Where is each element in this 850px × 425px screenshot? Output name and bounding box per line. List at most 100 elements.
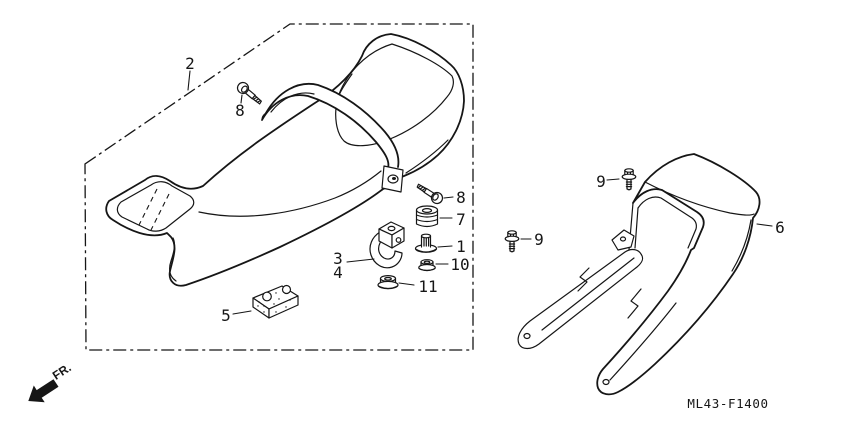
collar-stem-sides [420,235,432,248]
callout-hook-b: 4 [333,263,343,282]
grommet-top [415,205,439,215]
bolt-hex-facets [507,231,517,239]
cowl-left-rail-inner-line [541,257,635,331]
cowl-rail-bracket-hole [619,236,627,242]
seat-nose-band-inner [169,237,177,282]
cowl-right-rail-inner-line [609,302,677,381]
cowl-right-rail-hole [602,378,610,386]
rubber-grommet [415,205,439,228]
cowl-right-rail-notch [627,288,642,319]
grommet-groove-2 [415,218,439,223]
grommet-body [415,209,439,228]
leader-11 [398,282,415,286]
pan-screw-side [416,183,444,205]
seat-tail-contour [335,43,454,147]
nut-sides [379,277,397,287]
bolt-threads [625,179,633,191]
cowl-opening-rim-inner [637,196,697,249]
cowl-opening-left-leg-inner [634,207,639,249]
seat-strap-plate-hole [387,174,399,184]
bolt-flange [621,173,637,180]
seat-nose-loop-inner [116,181,195,232]
seat-strap-cap [261,112,267,121]
callout-rubber: 5 [221,306,231,325]
callout-labels: 2 8 8 7 1 10 11 3 4 5 9 9 6 [185,54,785,325]
seat-hidden-edge-2 [150,193,170,231]
seat-strap-fill [262,83,399,168]
seat-strap-thickness-line [270,92,315,113]
collar-top [420,233,432,239]
seat-hidden-edge-1 [138,188,158,226]
cowl-right-wall-line [731,219,752,272]
bolt-threads [508,241,516,253]
callout-seat: 2 [185,54,195,73]
nut-flange-thickness [377,285,399,290]
rubber-stipple [257,292,291,313]
seat-hook-bracket [369,221,405,269]
grommet-hole [421,208,433,214]
nut-top [379,275,397,283]
seat-strap-upper-edge [265,83,400,168]
leader-6 [756,223,773,227]
callout-screw-upper: 8 [235,101,245,120]
callout-hook: 3 [333,249,343,268]
cowl-opening-rim-outer [632,188,705,249]
callout-nut-upper: 10 [450,255,469,274]
leader-8-upper [240,94,243,104]
front-direction: FR. [28,361,74,403]
flange-nut-upper [418,259,436,272]
bolt-flange [504,235,520,242]
bolt-hex-top [624,168,634,173]
cowl-left-rail [517,248,644,350]
seat-outline [105,33,465,287]
flange-nut-lower [377,275,399,290]
callout-collar: 1 [456,237,466,256]
callout-grommet: 7 [456,210,466,229]
bracket-side-hole [395,237,402,243]
pan-screw-upper [236,81,262,105]
phantom-border [84,23,474,351]
cowl-left-rail-hole [523,332,531,340]
callout-bolt-upper: 9 [596,172,606,191]
nut-sides [420,261,434,269]
nut-flange-thickness [418,267,436,272]
collar-stem-shading [423,237,430,247]
rear-cowl [517,153,761,396]
screw-threads [417,184,426,192]
collar-flange-thickness [414,248,438,253]
front-direction-arrow-icon [28,379,59,403]
bracket-top-hole [387,225,396,232]
rubber-bump-left [262,291,272,302]
seat-strap-lower-edge [261,94,390,169]
leader-lines [187,70,773,315]
bolt-hex-facets [624,169,634,177]
callout-bolt-lower: 9 [534,230,544,249]
nut-hole [423,260,431,264]
leader-8-side [443,196,454,199]
callout-rear-cowl: 6 [775,218,785,237]
seat-cushion-rubber [252,284,299,319]
callout-nut-lower: 11 [418,277,437,296]
leader-1 [437,245,453,248]
cowl-bolt-upper [621,168,637,191]
seat-strap-plate-hole-center [392,177,396,180]
screw-threads [252,96,262,103]
cowl-top-crease [644,181,755,216]
leader-3-4 [346,258,375,263]
leader-9-upper [606,178,620,181]
seat-edge-right-of-strap [405,139,449,174]
seat-assembly [105,33,465,287]
bracket-hook [369,231,403,269]
nut-hole [384,276,392,281]
bolt-hex-top [507,230,517,235]
cowl-left-rail-notch [577,267,590,292]
grommet-groove-1 [415,214,439,218]
leader-5 [232,310,252,315]
screw-head-face [240,85,248,93]
seat-collar [414,233,438,253]
diagram-code: ML43-F1400 [687,396,768,411]
leader-2 [187,70,191,91]
cowl-bolt-lower [504,230,520,253]
